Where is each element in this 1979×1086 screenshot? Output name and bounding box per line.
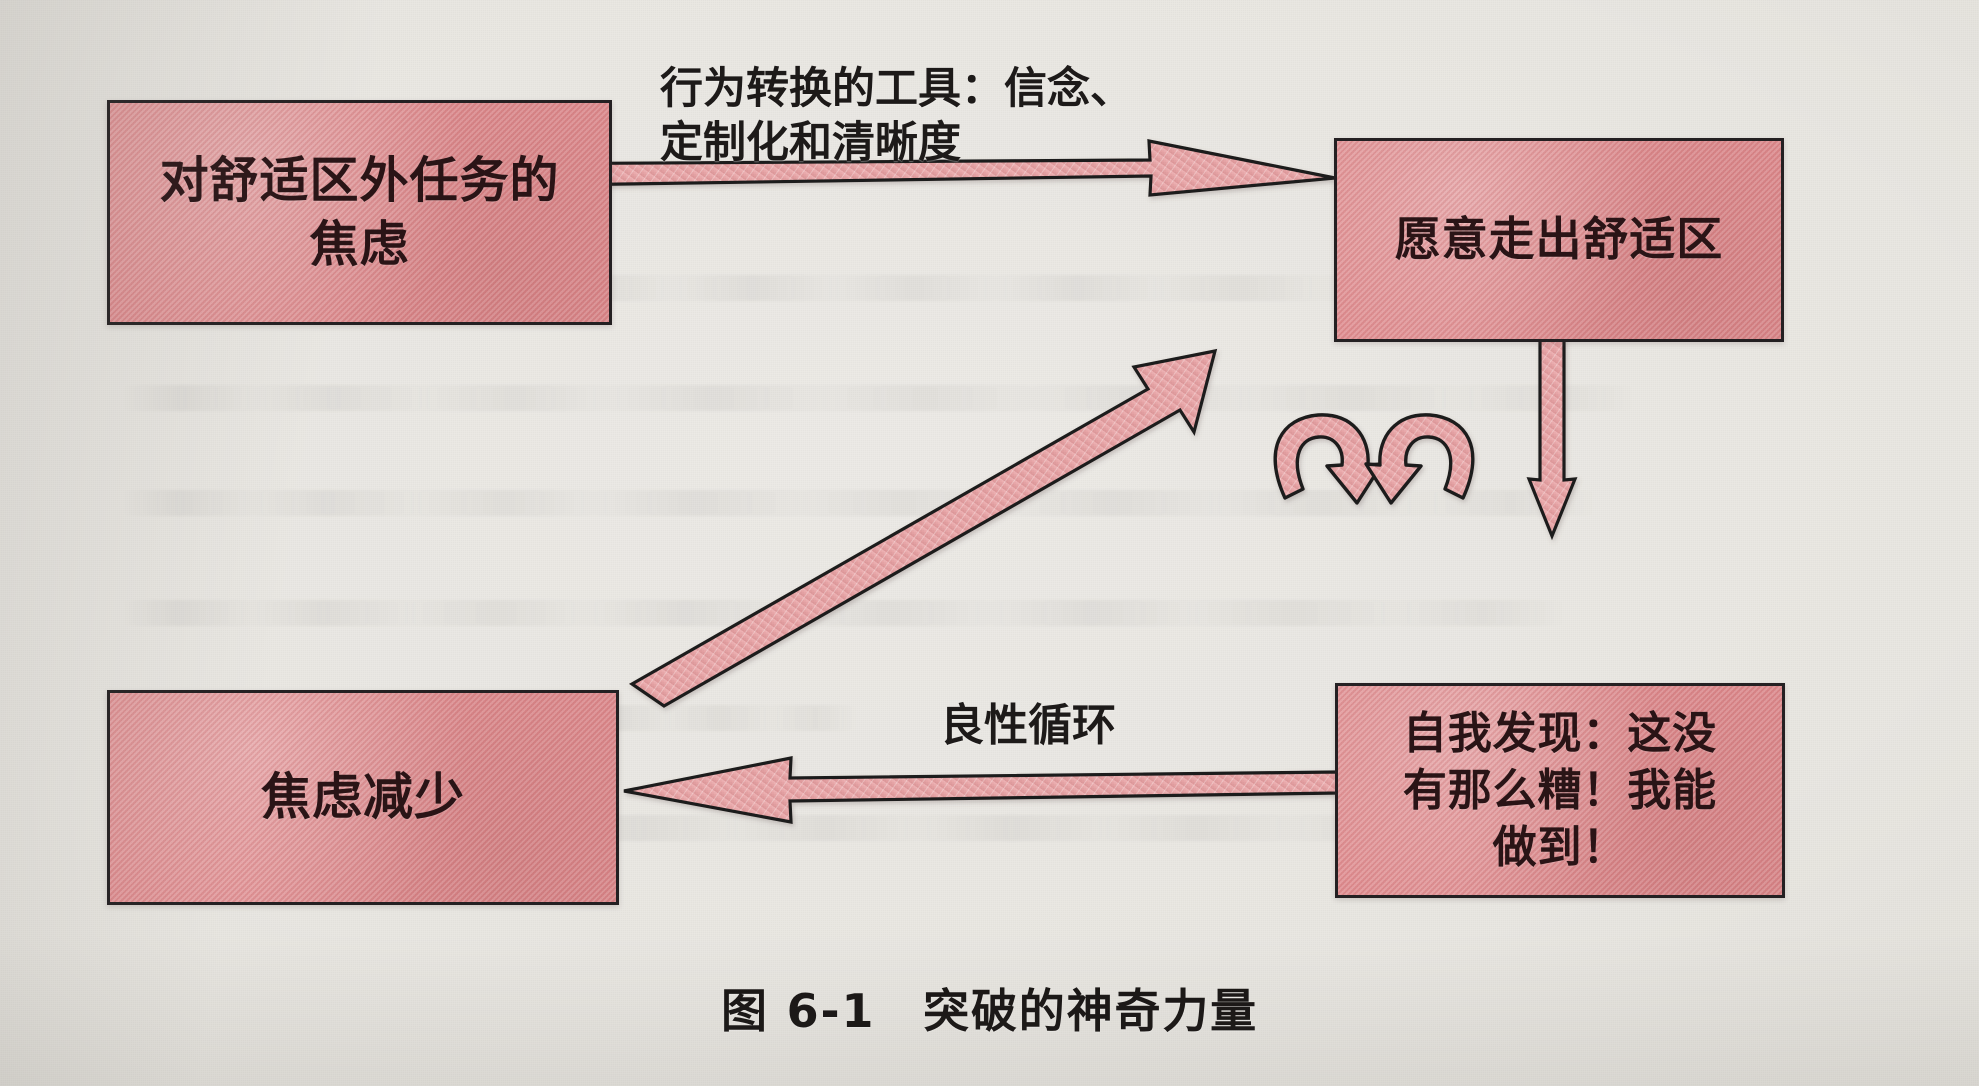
edge-label-behavior-change-tools: 行为转换的工具：信念、 定制化和清晰度 <box>660 62 1280 170</box>
edge-label-virtuous-cycle: 良性循环 <box>940 698 1116 753</box>
node-self-discovery-line-3: 做到！ <box>1492 822 1628 874</box>
behavior-tools-line-1: 行为转换的工具：信念、 <box>660 64 1133 114</box>
node-willing-to-leave-comfort-zone[interactable]: 愿意走出舒适区 <box>1334 138 1784 342</box>
cycle-arrows-icon <box>1273 413 1475 505</box>
behavior-tools-line-2: 定制化和清晰度 <box>660 118 961 169</box>
node-anxiety-reduced-label: 焦虑减少 <box>261 768 465 826</box>
node-willing-label: 愿意走出舒适区 <box>1394 212 1724 267</box>
virtuous-cycle-text: 良性循环 <box>940 700 1116 751</box>
node-anxiety-line-1: 对舒适区外任务的 <box>159 151 560 209</box>
node-anxiety-line-2: 焦虑 <box>309 215 410 273</box>
figure-caption: 图 6-1 突破的神奇力量 <box>720 984 1259 1038</box>
node-self-discovery-line-1: 自我发现：这没 <box>1402 707 1718 759</box>
arrow-self-discovery-to-anxiety-reduced <box>623 756 1340 824</box>
node-anxiety-outside-comfort-zone[interactable]: 对舒适区外任务的 焦虑 <box>107 100 612 325</box>
node-self-discovery-line-2: 有那么糟！我能 <box>1402 764 1718 816</box>
node-self-discovery[interactable]: 自我发现：这没 有那么糟！我能 做到！ <box>1335 683 1785 898</box>
arrow-anxiety-reduced-to-willing <box>628 348 1218 708</box>
node-anxiety-reduced[interactable]: 焦虑减少 <box>107 690 619 905</box>
